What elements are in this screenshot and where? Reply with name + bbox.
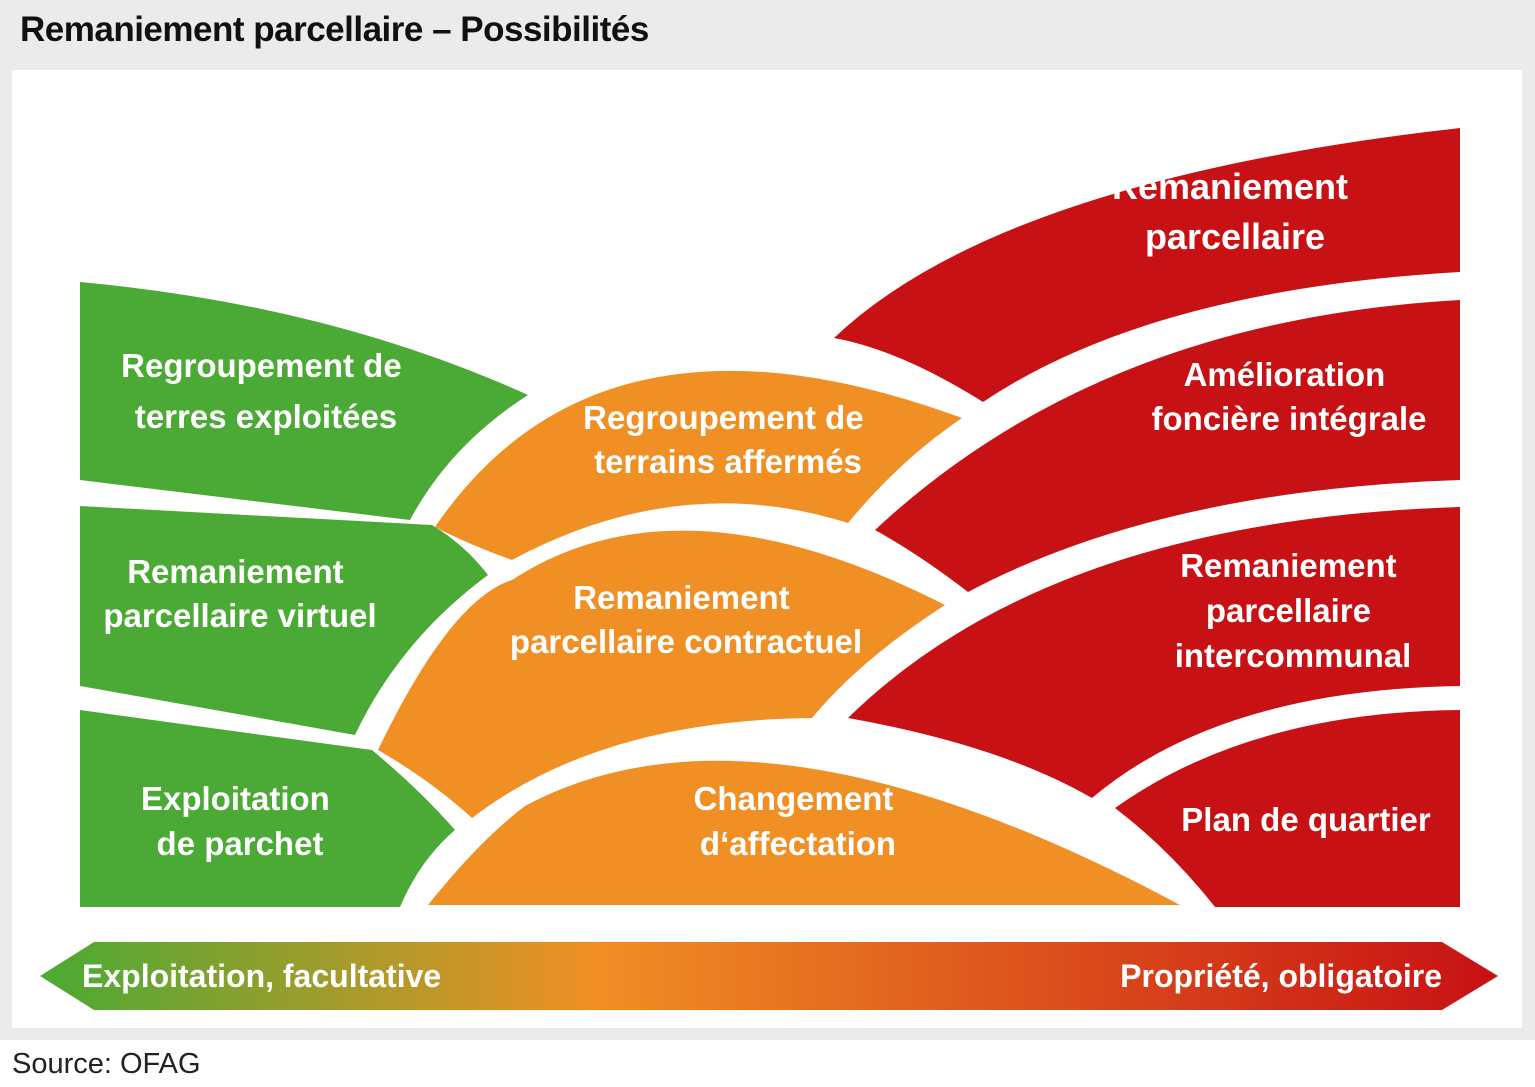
shape-remaniement-parcellaire (834, 128, 1460, 402)
arrow-right-label: Propriété, obligatoire (1120, 958, 1442, 994)
label-remaniement-parcellaire-virtuel: Remaniement parcellaire virtuel (103, 553, 376, 634)
label-amelioration-fonciere-integrale: Amélioration foncière intégrale (1151, 356, 1426, 437)
label-exploitation-de-parchet: Exploitation de parchet (141, 780, 339, 862)
label-regroupement-terrains-affermes: Regroupement de terrains affermés (583, 399, 873, 480)
scale-arrow (40, 942, 1498, 1010)
shape-remaniement-parcellaire-intercommunal (848, 507, 1460, 798)
shape-exploitation-de-parchet (80, 710, 455, 907)
shape-regroupement-terrains-affermes (435, 370, 962, 560)
shape-changement-affectation (428, 760, 1180, 905)
shape-regroupement-terres-exploitees (80, 282, 528, 520)
shape-plan-de-quartier (1115, 710, 1460, 907)
label-remaniement-parcellaire-intercommunal: Remaniement parcellaire intercommunal (1175, 547, 1412, 674)
label-remaniement-parcellaire-contractuel: Remaniement parcellaire contractuel (510, 579, 862, 660)
label-changement-affectation: Changement d‘affectation (693, 780, 902, 862)
shape-remaniement-parcellaire-contractuel (378, 530, 945, 818)
shape-remaniement-parcellaire-virtuel (80, 506, 488, 735)
figure-title: Remaniement parcellaire – Possibilités (20, 10, 649, 49)
arrow-left-label: Exploitation, facultative (82, 958, 441, 994)
label-remaniement-parcellaire: Remaniement parcellaire (1112, 166, 1358, 257)
label-plan-de-quartier: Plan de quartier (1181, 801, 1431, 838)
source-note: Source: OFAG (12, 1048, 201, 1080)
shape-amelioration-fonciere-integrale (875, 300, 1460, 592)
label-regroupement-terres-exploitees: Regroupement de terres exploitées (121, 347, 411, 435)
